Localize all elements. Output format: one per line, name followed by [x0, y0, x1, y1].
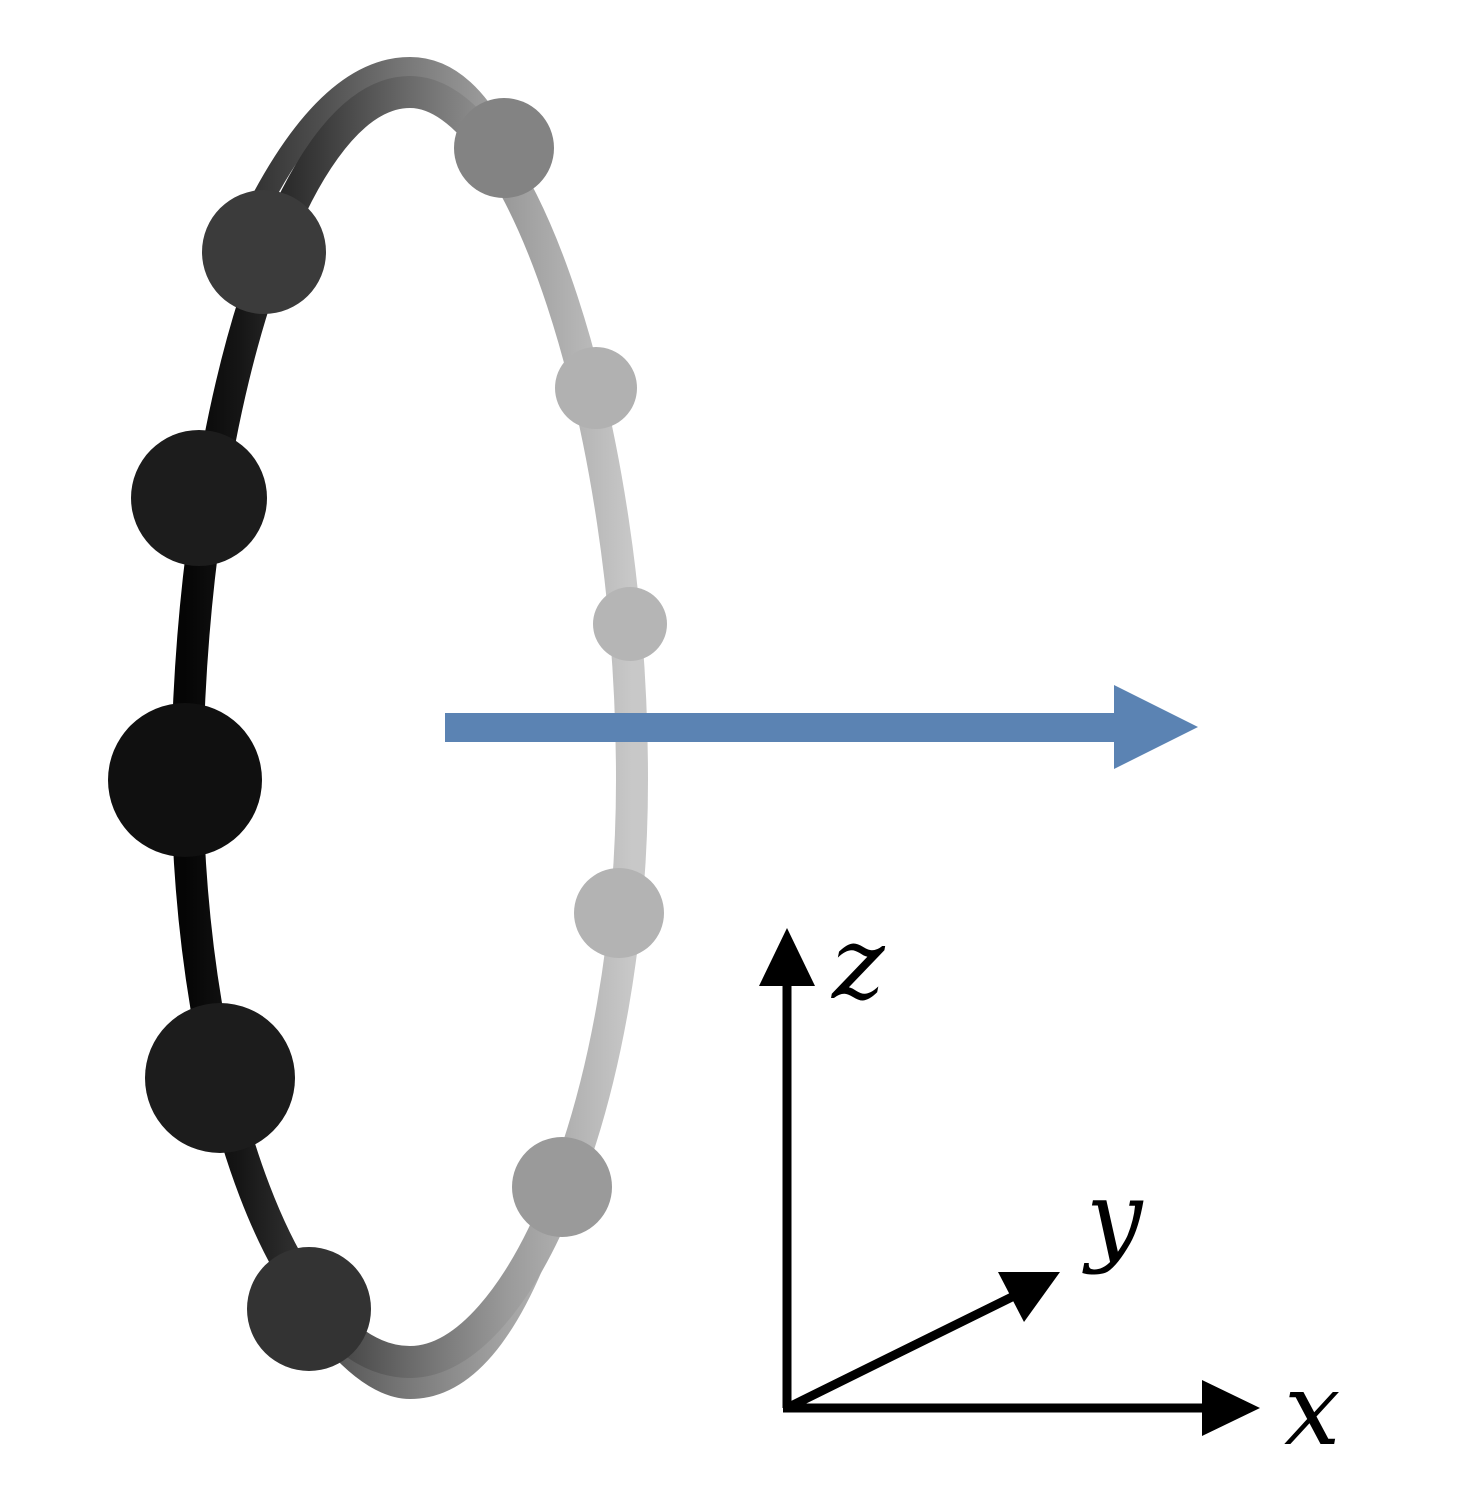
coordinate-axes: z y x — [759, 905, 1340, 1468]
propagation-arrow — [445, 685, 1198, 769]
bead — [454, 98, 554, 198]
bead — [512, 1137, 612, 1237]
bead — [555, 347, 637, 429]
bead — [202, 190, 326, 314]
bead — [574, 868, 664, 958]
x-axis-label: x — [1284, 1351, 1340, 1468]
arrow-head — [1114, 685, 1198, 769]
y-axis-arrowhead — [998, 1272, 1060, 1322]
ring-bottom-thick — [299, 1177, 571, 1400]
beads — [108, 98, 667, 1371]
bead — [131, 430, 267, 566]
bead — [145, 1003, 295, 1153]
z-axis-arrowhead — [759, 928, 815, 986]
z-axis-label: z — [831, 905, 886, 1022]
bead — [108, 703, 262, 857]
bead — [247, 1247, 371, 1371]
y-axis-label: y — [1082, 1159, 1144, 1276]
bead — [593, 587, 667, 661]
y-axis-line — [785, 1287, 1024, 1413]
arrow-shaft — [445, 713, 1120, 742]
ring-top-thick — [251, 56, 516, 211]
x-axis-arrowhead — [1202, 1380, 1260, 1436]
